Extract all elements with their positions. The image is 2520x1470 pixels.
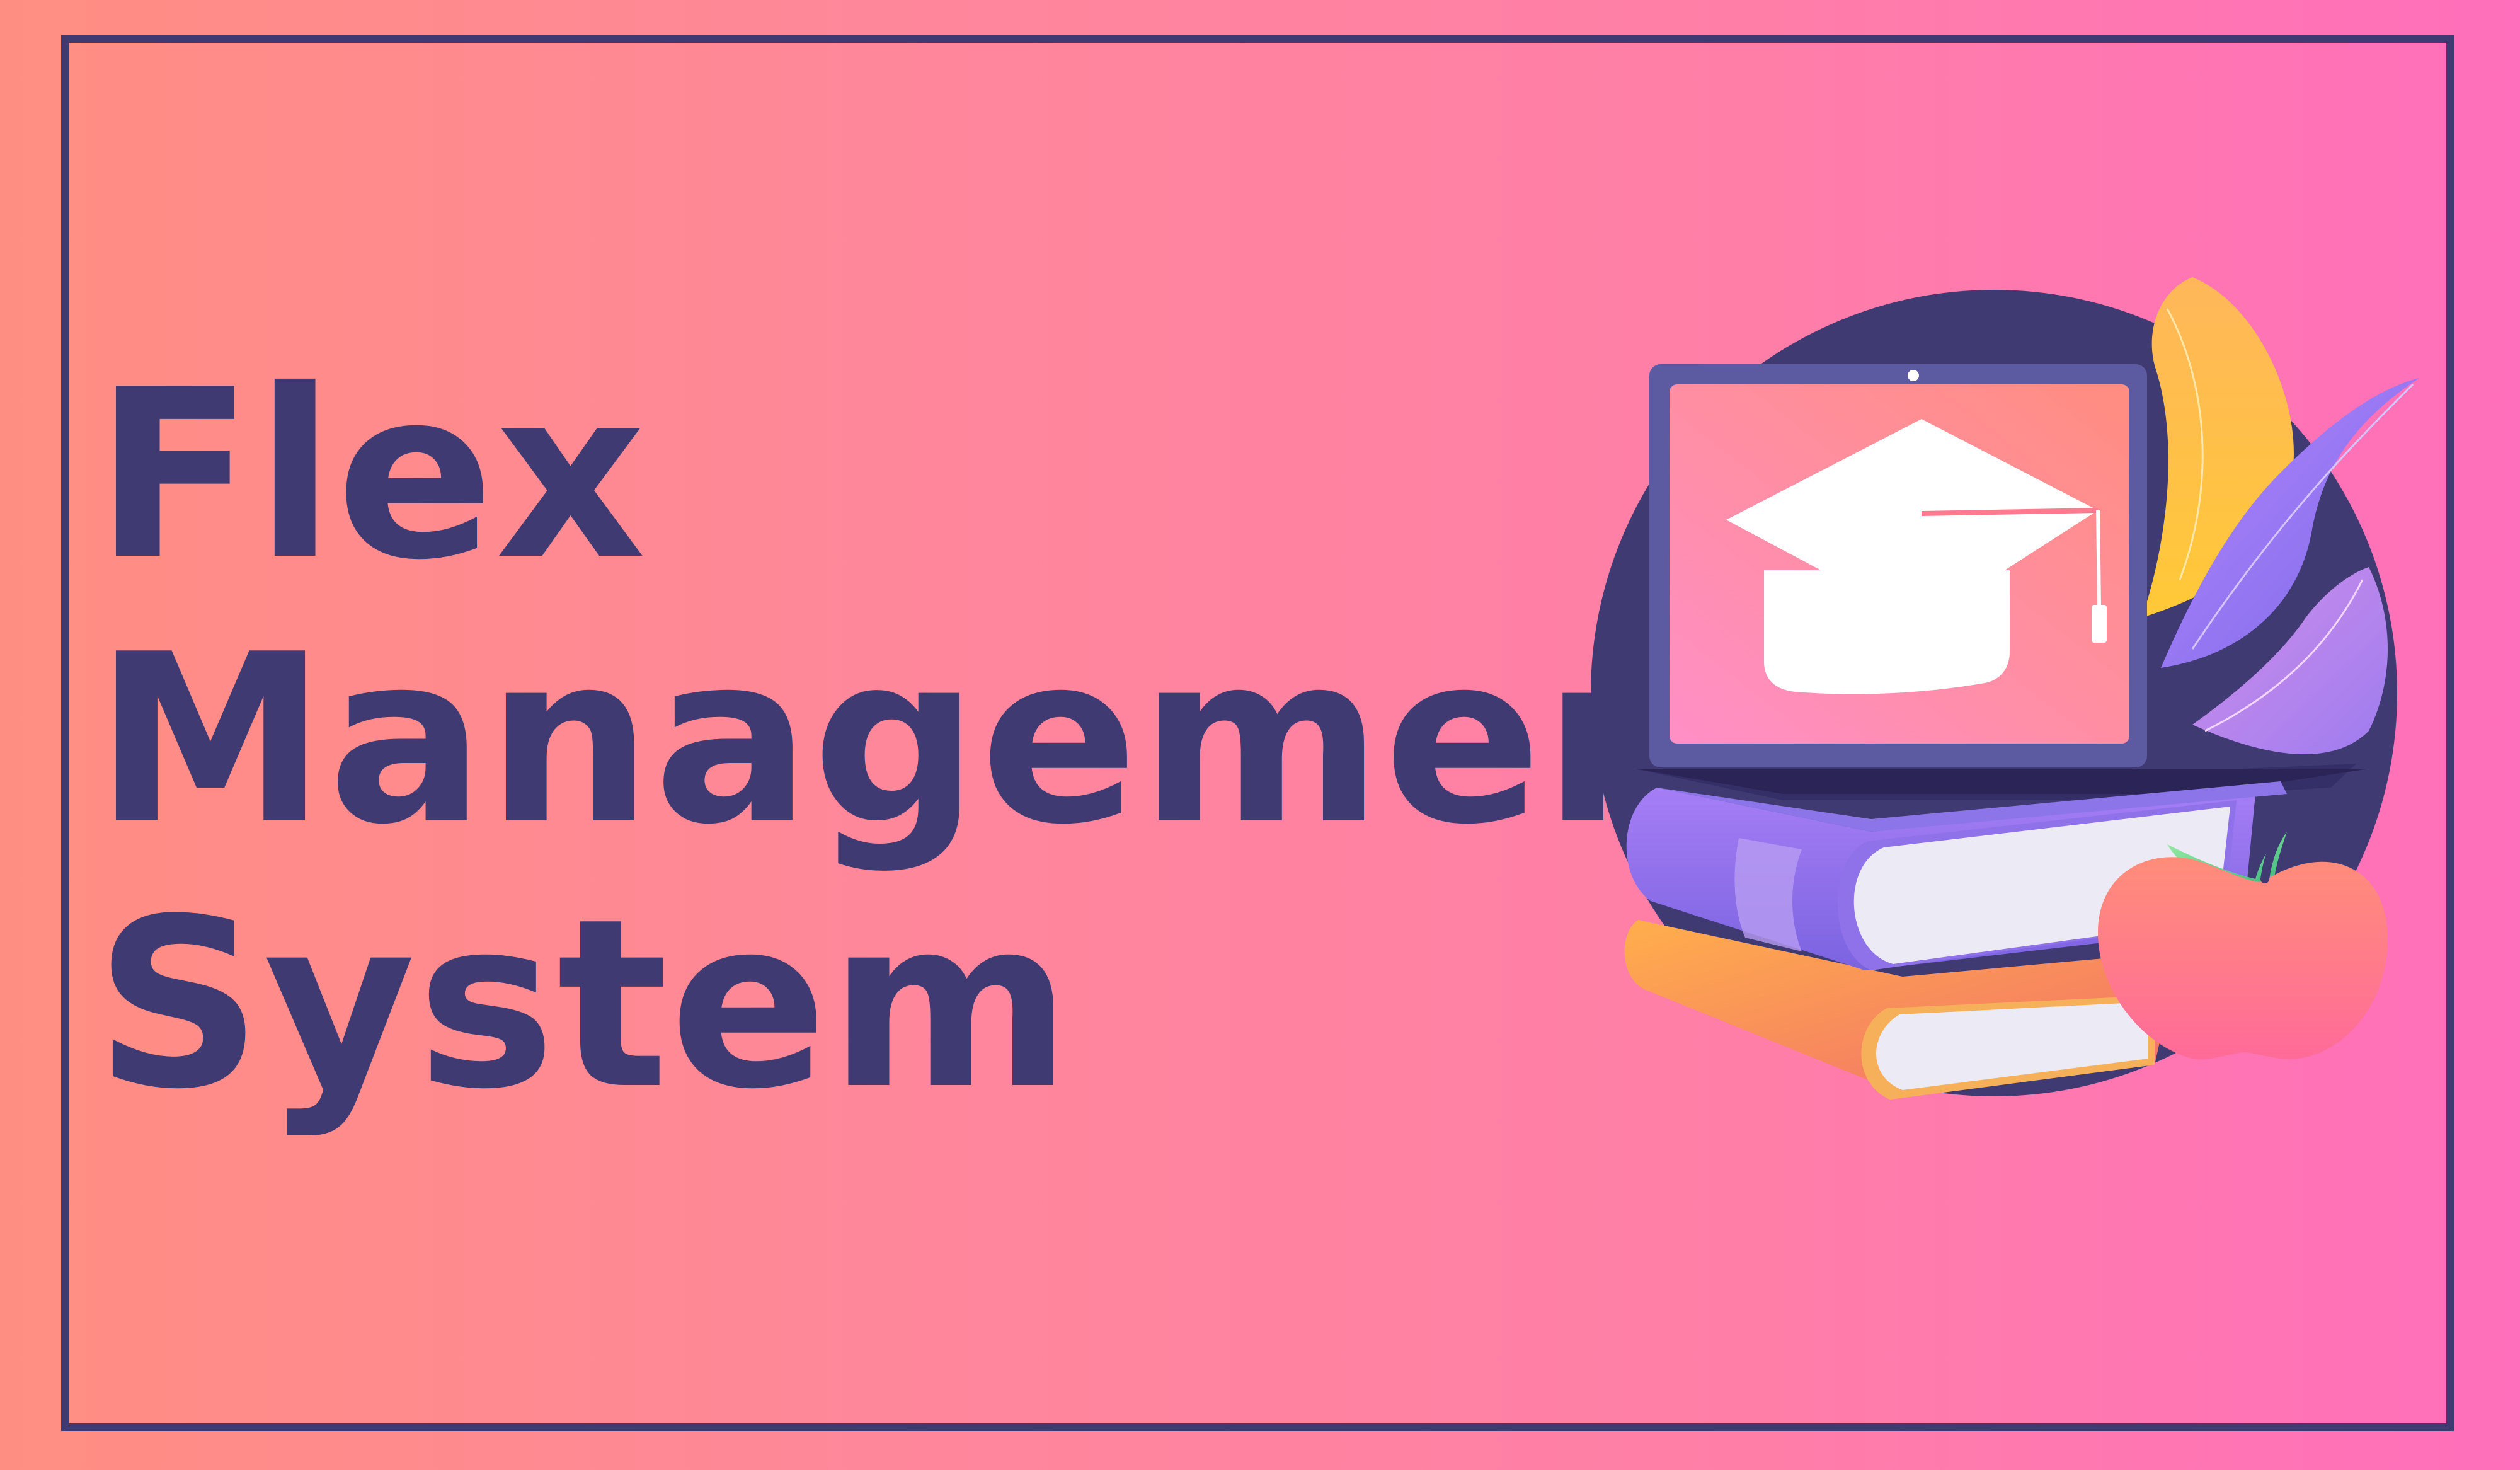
title-line-3: System <box>94 870 1074 1140</box>
title-line-2: Management <box>94 605 1823 876</box>
graduation-cap-icon <box>1726 419 2107 694</box>
books-icon <box>1624 781 2287 1100</box>
page-title: Flex Management System <box>94 343 1823 1137</box>
apple-icon <box>2098 824 2388 1060</box>
education-illustration <box>1575 252 2444 1147</box>
title-line-1: Flex <box>94 340 648 611</box>
leaves-icon <box>2142 277 2419 755</box>
banner-frame <box>61 35 2454 1431</box>
